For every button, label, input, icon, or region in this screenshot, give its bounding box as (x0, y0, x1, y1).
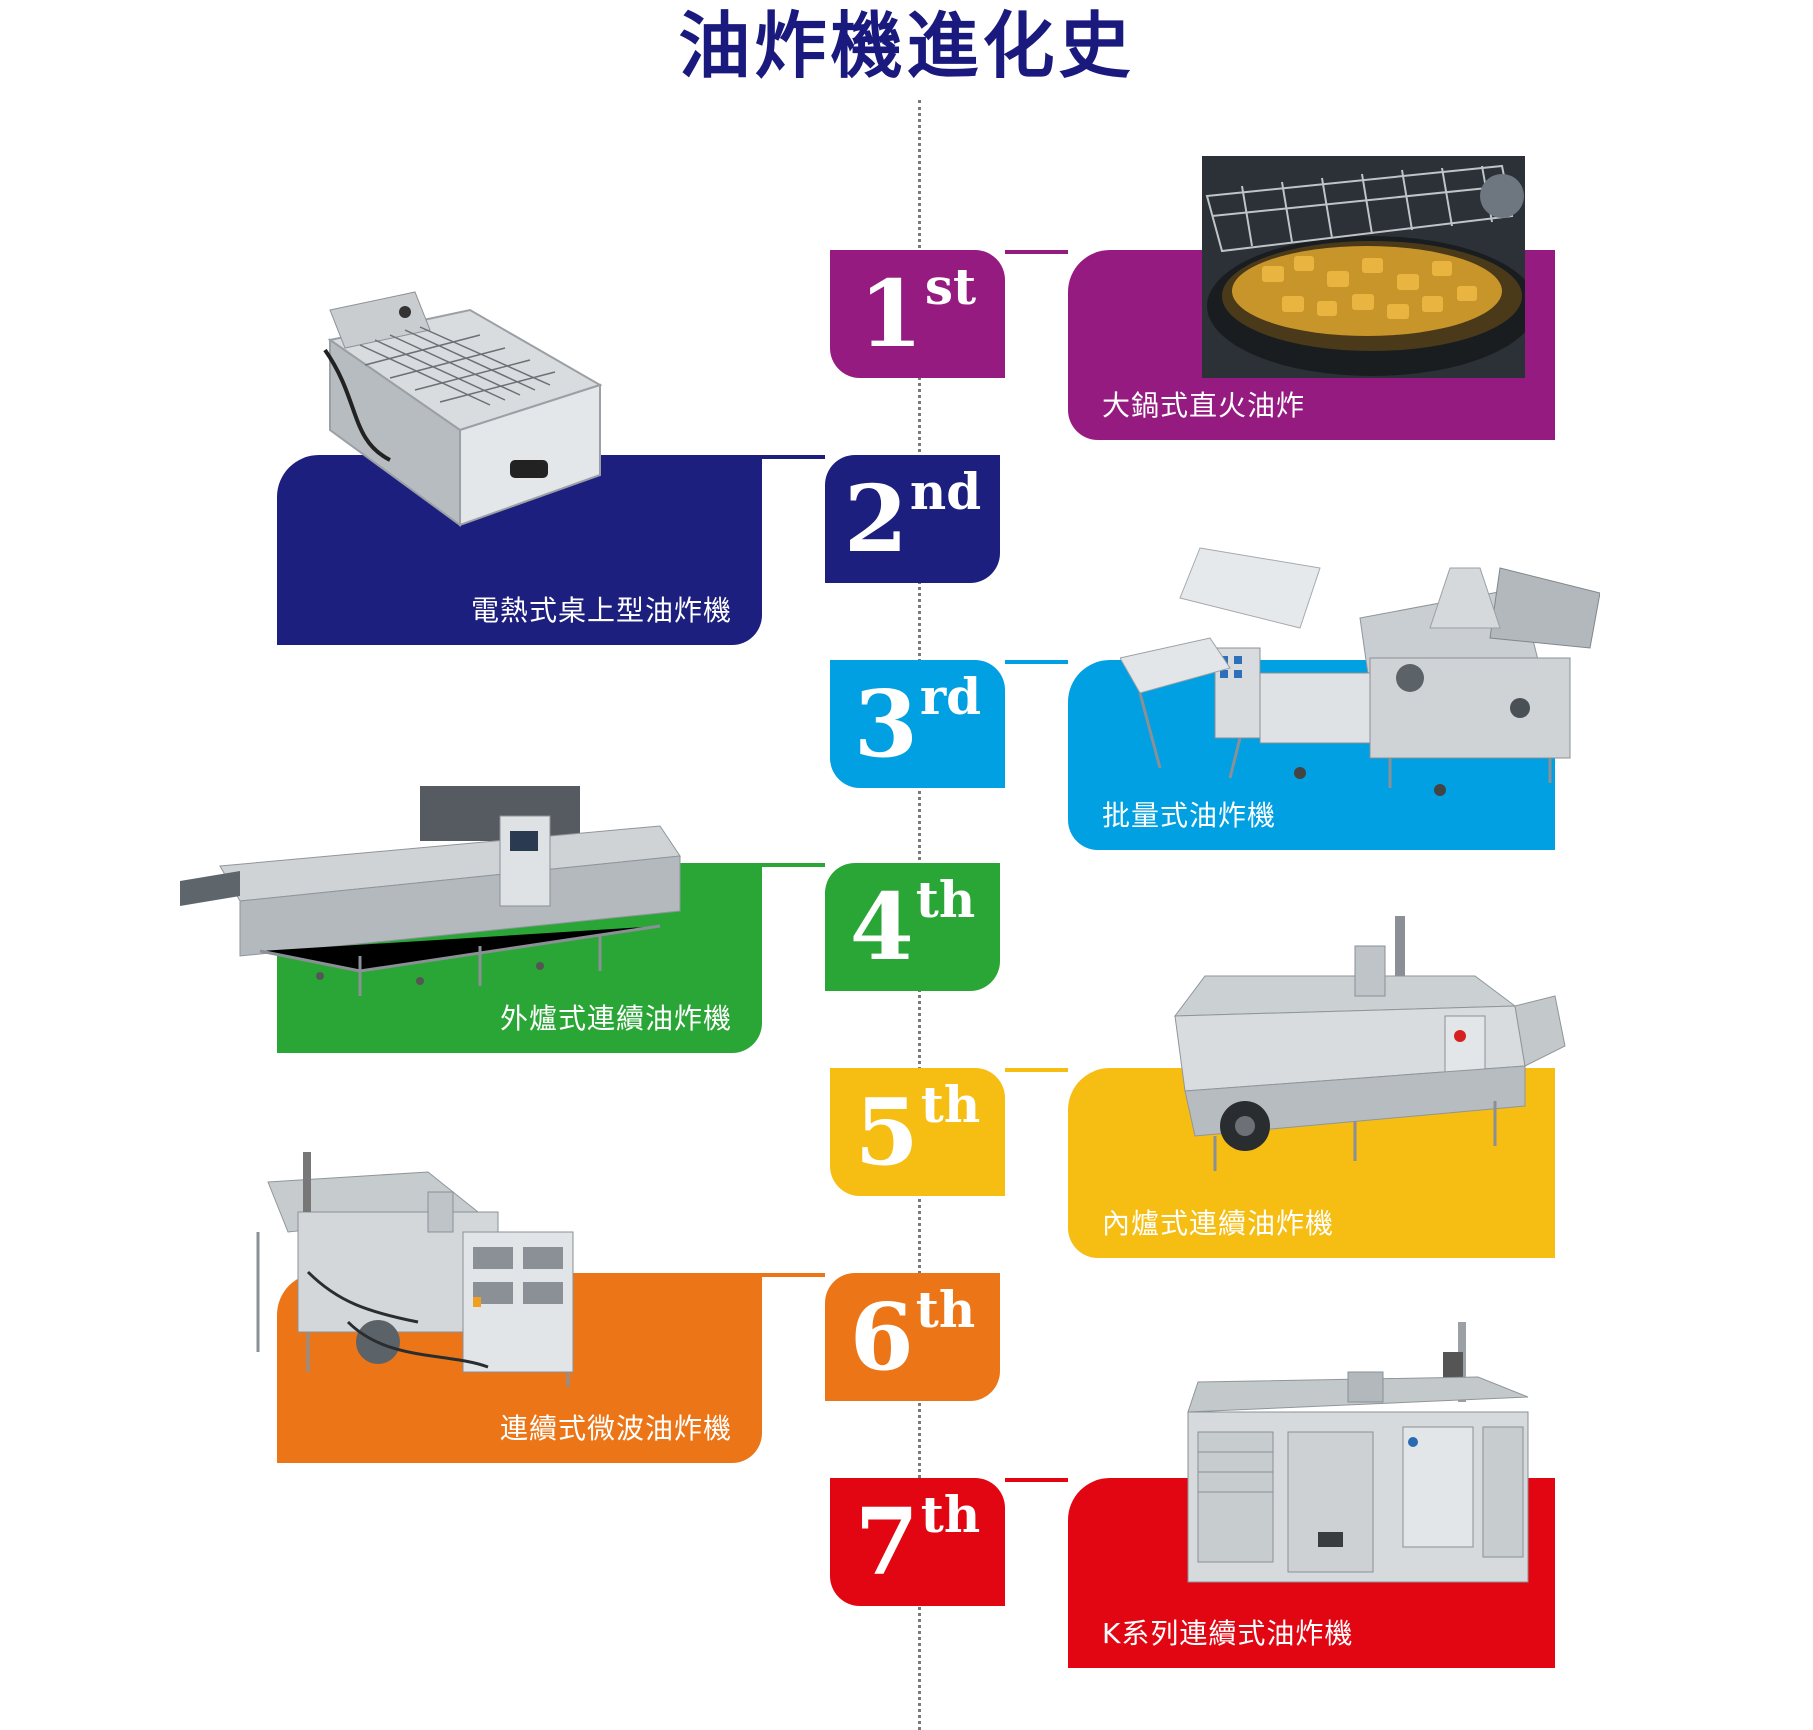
connector-gen3 (1005, 660, 1068, 664)
generation-number: 5 (854, 1078, 919, 1186)
generation-number: 2 (843, 465, 908, 573)
generation-label: 內爐式連續油炸機 (1102, 1207, 1335, 1240)
tabletop-fryer-photo (320, 290, 605, 530)
k-series-fryer-photo (1178, 1322, 1548, 1587)
page-title: 油炸機進化史 (678, 4, 1135, 88)
generation-suffix: th (915, 1279, 976, 1339)
generation-number: 3 (853, 670, 918, 778)
connector-gen7 (1005, 1478, 1068, 1482)
generation-number: 6 (849, 1283, 914, 1391)
connector-gen5 (1005, 1068, 1068, 1072)
generation-suffix: rd (919, 666, 982, 726)
generation-label: 外爐式連續油炸機 (499, 1002, 732, 1035)
generation-suffix: th (920, 1074, 981, 1134)
microwave-fryer-photo (248, 1152, 648, 1392)
generation-suffix: th (915, 869, 976, 929)
batch-fryer-photo (1120, 538, 1600, 798)
connector-gen4 (762, 863, 825, 867)
frying-pot-photo (1202, 156, 1525, 378)
generation-label: 大鍋式直火油炸 (1102, 389, 1306, 422)
generation-suffix: th (920, 1484, 981, 1544)
generation-label: 批量式油炸機 (1102, 799, 1277, 832)
generation-number: 7 (854, 1488, 919, 1596)
generation-label: 連續式微波油炸機 (499, 1412, 732, 1445)
connector-gen1 (1005, 250, 1068, 254)
connector-gen6 (762, 1273, 825, 1277)
generation-label: 電熱式桌上型油炸機 (470, 594, 732, 627)
internal-furnace-fryer-photo (1155, 916, 1575, 1176)
connector-gen2 (762, 455, 825, 459)
generation-number: 1 (858, 260, 923, 368)
generation-suffix: st (924, 256, 977, 316)
generation-suffix: nd (909, 461, 982, 521)
external-furnace-fryer-photo (180, 786, 700, 996)
generation-number: 4 (849, 873, 914, 981)
generation-label: K系列連續式油炸機 (1102, 1617, 1354, 1650)
